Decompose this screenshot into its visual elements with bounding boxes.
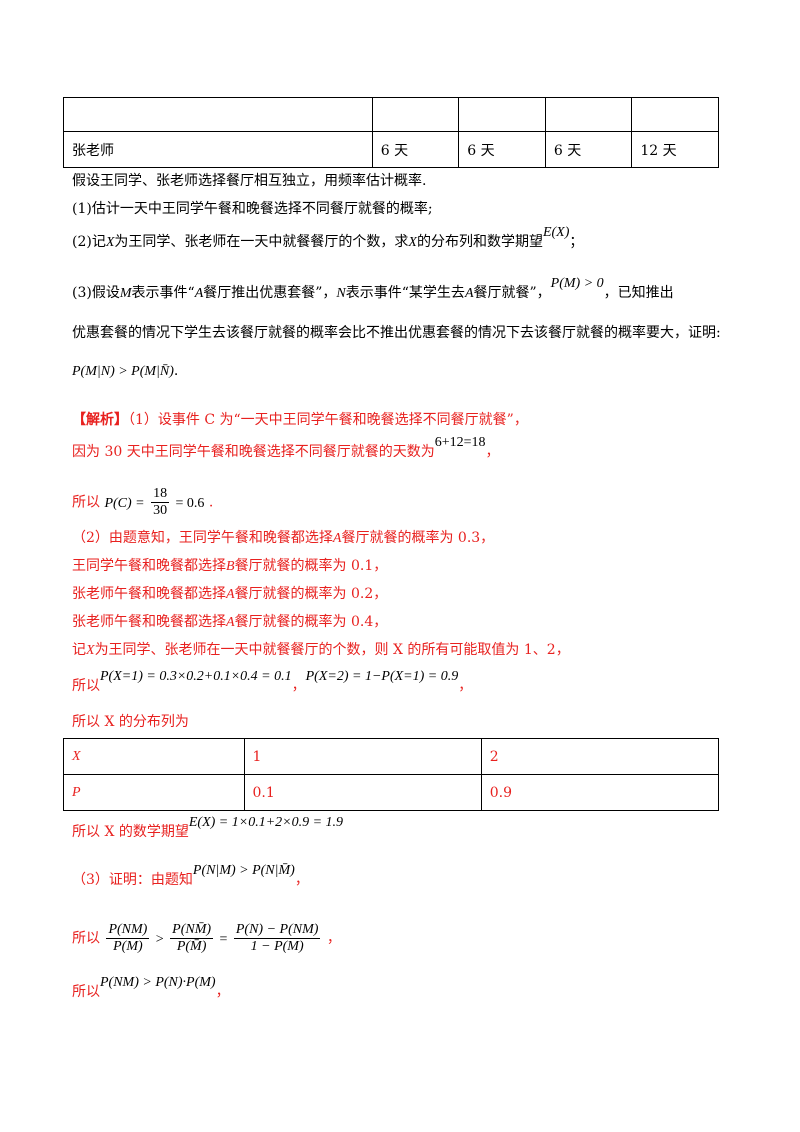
table-cell: 0.1 [243, 774, 482, 811]
distribution-table: X 1 2 P 0.1 0.9 [63, 738, 720, 811]
top-table: 张老师 6 天 6 天 6 天 12 天 [63, 97, 719, 168]
table-cell: 6 天 [458, 131, 546, 168]
assumption-text: 假设王同学、张老师选择餐厅相互独立，用频率估计概率. [72, 173, 427, 189]
question-3-line-2: 优惠套餐的情况下学生去该餐厅就餐的概率会比不推出优惠套餐的情况下去该餐厅就餐的概… [72, 325, 721, 341]
table-cell: 0.9 [480, 774, 720, 811]
question-3-line-1: (3)假设M表示事件“A餐厅推出优惠套餐”，N表示事件“某学生去A餐厅就餐”，P… [72, 276, 674, 301]
math-pm-positive: P(M) > 0 [550, 276, 604, 291]
table-cell: 张老师 [63, 131, 373, 168]
solution-line-1: 【解析】（1）设事件 C 为“一天中王同学午餐和晚餐选择不同餐厅就餐”， [72, 412, 528, 428]
solution-line-9: 所以P(X=1) = 0.3×0.2+0.1×0.4 = 0.1，P(X=2) … [72, 669, 473, 694]
table-cell: X [63, 738, 245, 775]
table-cell: 1 [243, 738, 482, 775]
solution-line-11: 所以 X 的数学期望E(X) = 1×0.1+2×0.9 = 1.9 [72, 815, 344, 840]
table-cell [371, 97, 460, 132]
fraction: P(NM)P(M) [106, 922, 150, 954]
solution-line-4: （2）由题意知，王同学午餐和晚餐都选择A餐厅就餐的概率为 0.3， [72, 530, 495, 546]
table-cell: 6 天 [371, 131, 460, 168]
solution-line-10: 所以 X 的分布列为 [72, 714, 189, 730]
math-sum: 6+12=18 [434, 435, 486, 450]
table-cell [458, 97, 546, 132]
solution-line-8: 记X为王同学、张老师在一天中就餐餐厅的个数，则 X 的所有可能取值为 1、2， [72, 642, 570, 658]
question-3-line-3: P(M|N) > P(M|N̄). [72, 363, 179, 379]
question-1: (1)估计一天中王同学午餐和晚餐选择不同餐厅就餐的概率; [72, 201, 433, 217]
solution-line-12: （3）证明：由题知P(N|M) > P(N|M̄)， [72, 863, 309, 888]
table-row: P 0.1 0.9 [63, 774, 720, 811]
math-fraction-chain: P(NM)P(M) > P(NM̄)P(M̄) = P(N) − P(NM)1 … [106, 922, 321, 954]
math-expectation-value: E(X) = 1×0.1+2×0.9 = 1.9 [188, 815, 344, 830]
solution-line-13: 所以 P(NM)P(M) > P(NM̄)P(M̄) = P(N) − P(NM… [72, 922, 341, 954]
question-2: (2)记X为王同学、张老师在一天中就餐餐厅的个数，求X的分布列和数学期望E(X)… [72, 225, 584, 250]
table-cell [631, 97, 719, 132]
math-final: P(NM) > P(N)·P(M) [100, 975, 216, 990]
table-row: X 1 2 [63, 738, 720, 775]
math-px1: P(X=1) = 0.3×0.2+0.1×0.4 = 0.1 [100, 669, 292, 684]
table-row [63, 97, 719, 132]
solution-line-6: 张老师午餐和晚餐都选择A餐厅就餐的概率为 0.2， [72, 586, 388, 602]
table-cell: 2 [480, 738, 720, 775]
solution-line-5: 王同学午餐和晚餐都选择B餐厅就餐的概率为 0.1， [72, 558, 388, 574]
fraction: P(N) − P(NM)1 − P(M) [233, 922, 321, 954]
fraction: P(NM̄)P(M̄) [170, 922, 214, 954]
solution-line-2: 因为 30 天中王同学午餐和晚餐选择不同餐厅就餐的天数为6+12=18， [72, 435, 500, 460]
solution-line-14: 所以P(NM) > P(N)·P(M)， [72, 975, 230, 1000]
math-pnm: P(N|M) > P(N|M̄) [192, 863, 295, 878]
solution-label: 【解析】 [72, 412, 128, 428]
table-cell [63, 97, 373, 132]
table-cell: 6 天 [544, 131, 633, 168]
table-cell: 12 天 [631, 131, 719, 168]
solution-line-7: 张老师午餐和晚餐都选择A餐厅就餐的概率为 0.4， [72, 614, 388, 630]
table-row: 张老师 6 天 6 天 6 天 12 天 [63, 131, 719, 168]
math-expectation: E(X) [542, 225, 570, 240]
table-cell: P [63, 774, 245, 811]
math-inequality: P(M|N) > P(M|N̄) [72, 364, 174, 379]
math-px2: P(X=2) = 1−P(X=1) = 0.9 [305, 669, 459, 684]
table-cell [544, 97, 633, 132]
